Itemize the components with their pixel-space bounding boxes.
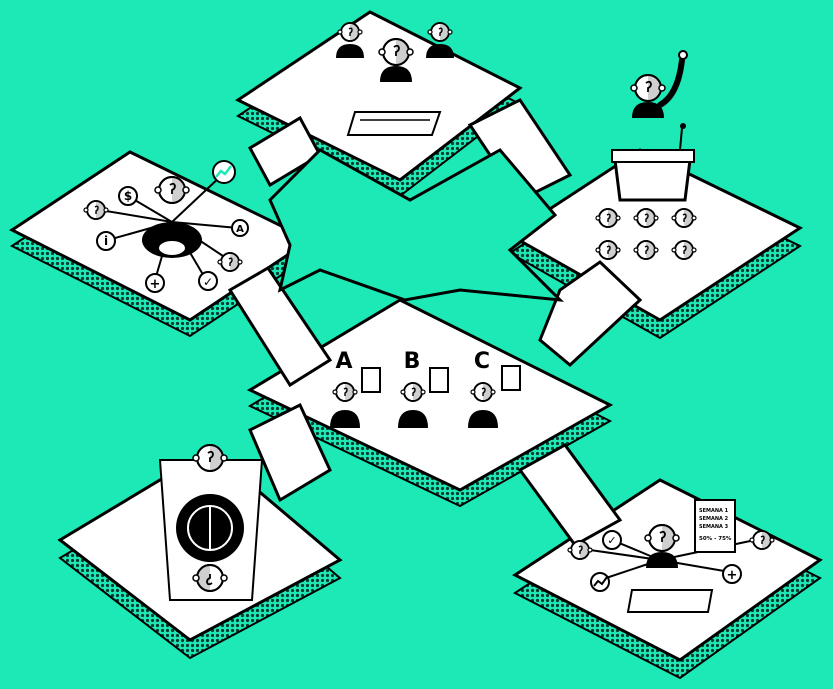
trend-chart-icon — [590, 572, 610, 592]
report-document: SEMANA 1 SEMANA 2 SEMANA 3 50% - 75% — [694, 499, 736, 553]
info-icon: i — [96, 231, 116, 251]
options-scene: A B C — [330, 349, 521, 428]
letter-a-icon: A — [231, 219, 249, 237]
network-scene: $ i + ✓ A — [83, 160, 249, 293]
plus-icon: + — [145, 273, 165, 293]
presentation-scene — [595, 50, 697, 260]
report-desk — [626, 589, 714, 613]
svg-text:SEMANA 1: SEMANA 1 — [699, 508, 729, 514]
option-b-label: B — [404, 349, 421, 374]
podium — [613, 158, 692, 202]
svg-text:✓: ✓ — [203, 275, 213, 289]
walkway-network-options — [227, 265, 333, 388]
walkway-presentation-options — [538, 260, 643, 367]
walkway-options-oneonone — [248, 402, 332, 503]
option-a-label: A — [335, 349, 352, 374]
dollar-icon: $ — [118, 186, 138, 206]
plus-icon: + — [722, 564, 742, 584]
check-icon: ✓ — [198, 271, 218, 291]
raised-hand — [657, 57, 685, 108]
option-c-label: C — [474, 349, 490, 374]
svg-text:✓: ✓ — [607, 534, 616, 547]
document-icon — [429, 367, 449, 393]
document-icon — [501, 365, 521, 391]
svg-text:$: $ — [124, 189, 132, 203]
svg-text:+: + — [727, 568, 738, 583]
svg-text:i: i — [104, 234, 108, 248]
check-icon: ✓ — [602, 530, 622, 550]
svg-text:50% - 75%: 50% - 75% — [699, 536, 732, 542]
center-gap — [268, 148, 565, 302]
svg-text:SEMANA 3: SEMANA 3 — [699, 524, 729, 530]
svg-text:A: A — [236, 224, 244, 235]
meeting-scene — [336, 22, 454, 136]
one-on-one-scene — [158, 444, 264, 601]
meeting-table — [346, 111, 442, 136]
svg-text:SEMANA 2: SEMANA 2 — [699, 516, 729, 522]
walkway-options-report — [517, 443, 623, 547]
platform-options — [246, 298, 614, 508]
trend-chart-icon — [212, 160, 236, 184]
svg-text:+: + — [150, 277, 161, 292]
document-icon — [361, 367, 381, 393]
report-scene: ✓ + SEMANA 1 SEMANA 2 SEMANA 3 50% - 75% — [567, 499, 775, 613]
